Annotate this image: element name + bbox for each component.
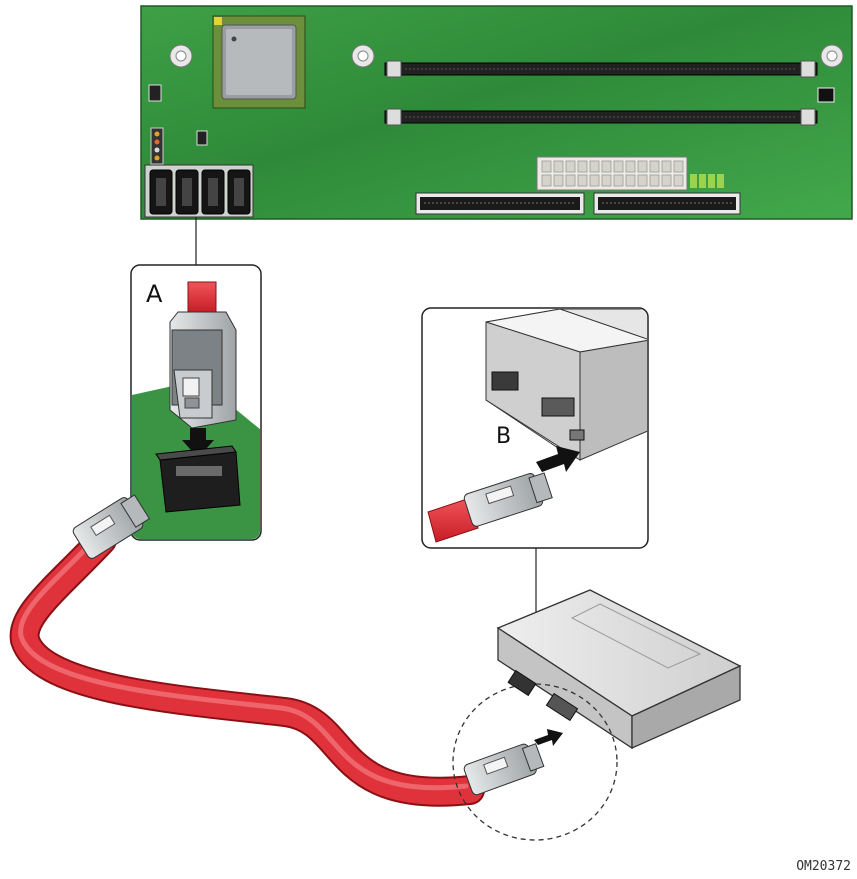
front-panel-header	[150, 127, 164, 165]
memory-slot-1	[384, 60, 818, 78]
ide-header-1	[415, 192, 585, 215]
processor-chip	[212, 15, 306, 109]
insert-arrow-icon	[182, 428, 214, 458]
jumper	[817, 87, 835, 103]
mounting-hole	[169, 44, 193, 68]
insert-arrow-icon	[534, 729, 563, 746]
callout-a-label: A	[146, 280, 163, 308]
sata-cable-connector	[72, 494, 151, 559]
sata-cable-connector	[463, 472, 553, 527]
ide-header-2	[593, 192, 741, 215]
mounting-hole	[351, 44, 375, 68]
power-connector	[536, 156, 688, 191]
callout-b: B	[421, 307, 649, 549]
callout-b-label: B	[496, 424, 511, 449]
jumper	[148, 84, 162, 102]
sata-cable	[9, 525, 485, 807]
motherboard	[140, 5, 853, 220]
sata-cable-end	[187, 281, 217, 313]
sata-ports	[144, 164, 254, 218]
sata-cable-connector	[463, 743, 545, 796]
sata-port	[201, 169, 225, 215]
led-header	[690, 174, 724, 188]
sata-cable-connector	[169, 311, 237, 429]
sata-port	[149, 169, 173, 215]
detail-circle	[452, 683, 618, 841]
callout-a: A	[130, 264, 262, 541]
sata-port	[175, 169, 199, 215]
sata-port	[155, 445, 241, 513]
insert-arrow-icon	[536, 446, 580, 472]
mounting-hole	[820, 44, 844, 68]
memory-slot-2	[384, 108, 818, 126]
sata-hard-drive	[496, 589, 742, 750]
sata-port	[227, 169, 251, 215]
figure-id: OM20372	[796, 859, 851, 874]
jumper	[196, 130, 208, 146]
